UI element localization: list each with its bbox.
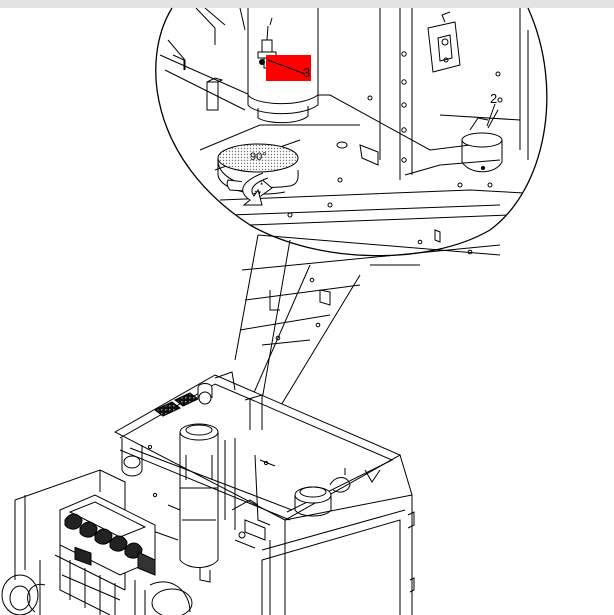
- top-toolbar-strip: [0, 0, 614, 8]
- callout-2-label: 2: [490, 91, 497, 106]
- detail-circle-outline: [155, 7, 548, 257]
- machine-assembly: [1, 371, 415, 615]
- engine-block: [1, 494, 193, 615]
- rotate-90-arrow-icon: [217, 143, 299, 206]
- middle-frame-section: [239, 229, 501, 346]
- detail-magnified-view: [155, 7, 548, 257]
- callout-3-label: 3: [303, 65, 310, 80]
- main-cylinder: [179, 432, 219, 568]
- rotation-label: 90°: [250, 151, 267, 163]
- part-2-cylinder: [461, 109, 503, 173]
